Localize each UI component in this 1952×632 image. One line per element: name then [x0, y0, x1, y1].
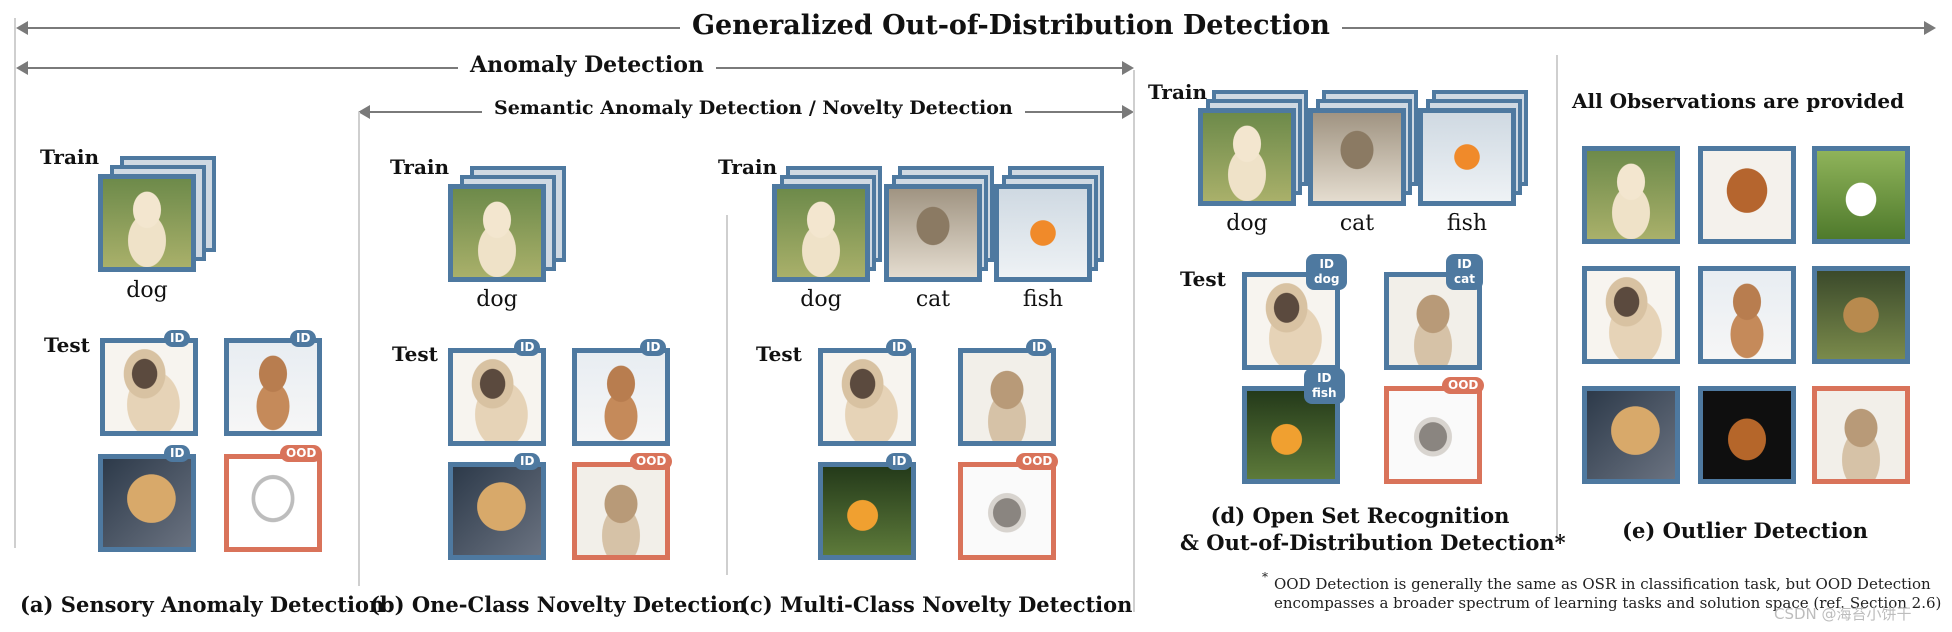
train-label: Train	[718, 155, 778, 179]
id-badge: ID	[514, 339, 541, 356]
divider	[1133, 70, 1135, 612]
watermark: CSDN @海苔小饼干	[1774, 605, 1912, 623]
test-image-cat	[572, 462, 670, 560]
obs-image-cat-outlier	[1812, 386, 1910, 484]
test-image-pug	[1242, 272, 1340, 370]
obs-image-poodle	[1698, 266, 1796, 364]
footnote-star: *	[1262, 570, 1268, 584]
train-image-dog	[448, 184, 546, 282]
caption-a: (a) Sensory Anomaly Detection	[20, 592, 385, 617]
class-label-dog: dog	[800, 287, 842, 312]
id-badge: ID	[164, 445, 191, 462]
id-badge: ID	[886, 453, 913, 470]
id-fish-badge: ID fish	[1304, 368, 1345, 404]
footnote-line1: OOD Detection is generally the same as O…	[1274, 575, 1931, 593]
anomaly-title: Anomaly Detection	[458, 52, 716, 78]
ood-badge: OOD	[1016, 453, 1059, 470]
id-badge: ID	[290, 330, 317, 347]
id-badge: ID	[514, 453, 541, 470]
test-label: Test	[756, 342, 802, 366]
caption-d-line2: & Out-of-Distribution Detection*	[1180, 530, 1566, 555]
train-image-fish	[994, 184, 1092, 282]
obs-image-puppy	[1582, 146, 1680, 244]
train-label: Train	[40, 145, 100, 169]
train-image-cat	[884, 184, 982, 282]
test-label: Test	[44, 333, 90, 357]
class-label-cat: cat	[1339, 211, 1375, 236]
divider	[726, 215, 728, 575]
test-image-pug	[448, 348, 546, 446]
divider	[14, 18, 16, 548]
train-image-cat	[1308, 108, 1406, 206]
id-badge: ID	[1026, 339, 1053, 356]
test-image-cat	[1384, 272, 1482, 370]
train-image-dog	[98, 174, 196, 272]
class-label-dog: dog	[476, 287, 518, 312]
test-image-bird	[958, 462, 1056, 560]
class-label-fish: fish	[1446, 211, 1488, 236]
train-label: Train	[390, 155, 450, 179]
train-image-dog	[1198, 108, 1296, 206]
caption-d-line1: (d) Open Set Recognition	[1210, 503, 1510, 528]
caption-c: (c) Multi-Class Novelty Detection	[740, 592, 1133, 617]
class-label-fish: fish	[1022, 287, 1064, 312]
all-observations-title: All Observations are provided	[1572, 89, 1905, 113]
caption-b: (b) One-Class Novelty Detection	[370, 592, 748, 617]
gen-ood-title: Generalized Out-of-Distribution Detectio…	[680, 10, 1342, 41]
obs-image-spitz	[1812, 146, 1910, 244]
test-image-labrador	[98, 454, 196, 552]
test-label: Test	[1180, 267, 1226, 291]
id-badge: ID	[640, 339, 667, 356]
ood-badge: OOD	[630, 453, 673, 470]
ood-badge: OOD	[1442, 377, 1485, 394]
divider	[1556, 55, 1558, 540]
test-image-bird	[1384, 386, 1482, 484]
test-image-poodle	[572, 348, 670, 446]
ood-badge: OOD	[280, 445, 323, 462]
class-label-cat: cat	[915, 287, 951, 312]
semantic-title: Semantic Anomaly Detection / Novelty Det…	[482, 97, 1025, 119]
id-dog-badge: ID dog	[1306, 254, 1348, 290]
obs-image-pug	[1582, 266, 1680, 364]
train-image-dog	[772, 184, 870, 282]
obs-image-toller	[1698, 146, 1796, 244]
divider	[358, 112, 360, 586]
train-label: Train	[1148, 80, 1208, 104]
test-image-pug	[818, 348, 916, 446]
test-image-labrador	[448, 462, 546, 560]
class-label-dog: dog	[126, 278, 168, 303]
train-image-fish	[1418, 108, 1516, 206]
obs-image-terrier	[1812, 266, 1910, 364]
obs-image-labrador	[1582, 386, 1680, 484]
id-badge: ID	[164, 330, 191, 347]
test-image-sketch-dog	[224, 454, 322, 552]
obs-image-chihuahua	[1698, 386, 1796, 484]
test-label: Test	[392, 342, 438, 366]
caption-e: (e) Outlier Detection	[1622, 518, 1868, 543]
test-image-poodle	[224, 338, 322, 436]
test-image-pug	[100, 338, 198, 436]
footnote-line2: encompasses a broader spectrum of learni…	[1274, 594, 1942, 612]
test-image-cat	[958, 348, 1056, 446]
test-image-goldfish	[818, 462, 916, 560]
id-cat-badge: ID cat	[1446, 254, 1483, 290]
id-badge: ID	[886, 339, 913, 356]
class-label-dog: dog	[1226, 211, 1268, 236]
